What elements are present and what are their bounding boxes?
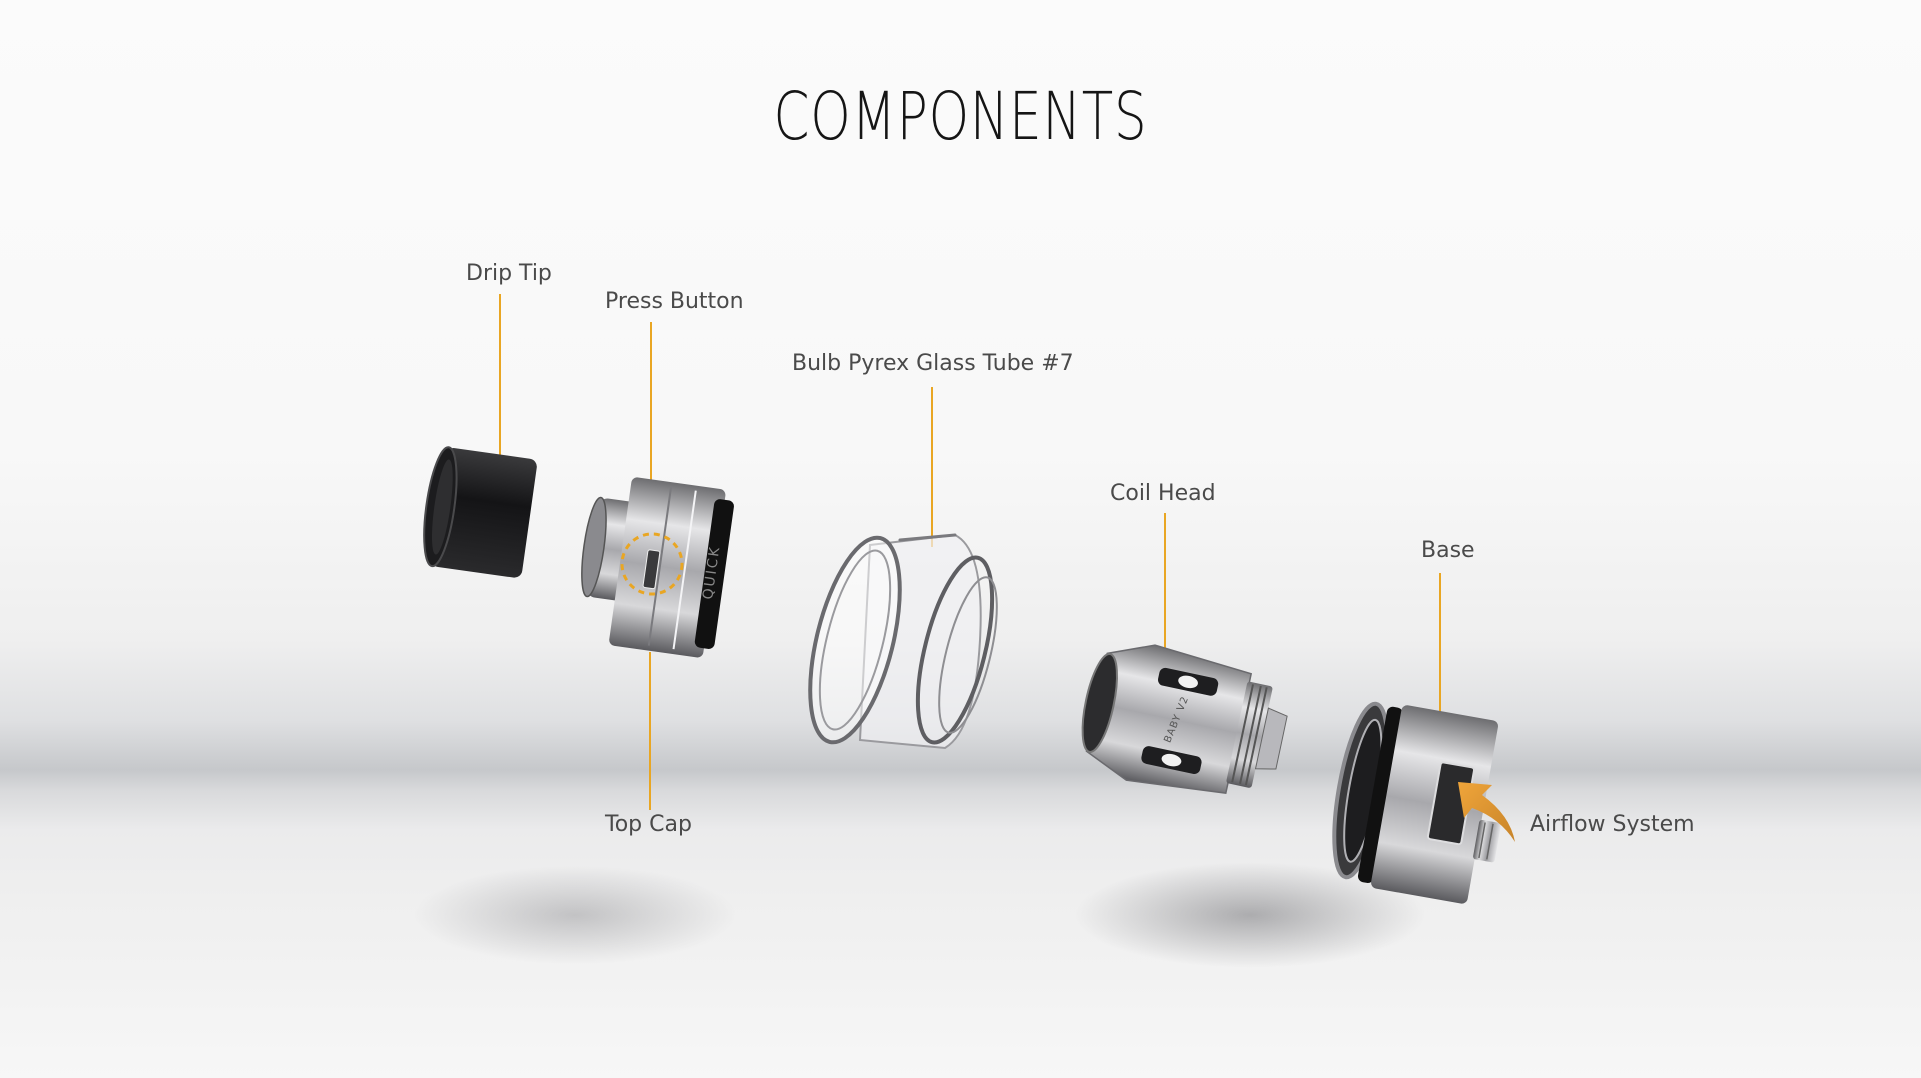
leader-line-coil-head bbox=[1164, 513, 1166, 671]
leader-line-base bbox=[1439, 573, 1441, 735]
label-top-cap: Top Cap bbox=[605, 812, 692, 837]
bulb-glass-part bbox=[808, 533, 998, 750]
label-base: Base bbox=[1421, 538, 1475, 563]
leader-line-drip-tip bbox=[499, 294, 501, 476]
label-bulb-glass-tube: Bulb Pyrex Glass Tube #7 bbox=[792, 351, 1074, 376]
top-cap-part bbox=[581, 477, 734, 658]
leader-line-press-button bbox=[650, 322, 652, 540]
base-part bbox=[1332, 701, 1501, 904]
label-coil-head: Coil Head bbox=[1110, 481, 1216, 506]
label-airflow-system: Airflow System bbox=[1530, 812, 1695, 837]
leader-line-bulb-glass bbox=[931, 387, 933, 547]
airflow-arrow-icon bbox=[1458, 782, 1515, 842]
top-cap-engraving: QUICK bbox=[700, 544, 723, 600]
coil-head-part: BABY V2 bbox=[1081, 644, 1288, 794]
label-drip-tip: Drip Tip bbox=[466, 261, 552, 286]
drip-tip-part bbox=[423, 446, 537, 578]
label-press-button: Press Button bbox=[605, 289, 744, 314]
leader-line-top-cap bbox=[649, 652, 651, 810]
page-title: COMPONENTS bbox=[773, 78, 1148, 155]
press-button-highlight bbox=[620, 532, 684, 596]
